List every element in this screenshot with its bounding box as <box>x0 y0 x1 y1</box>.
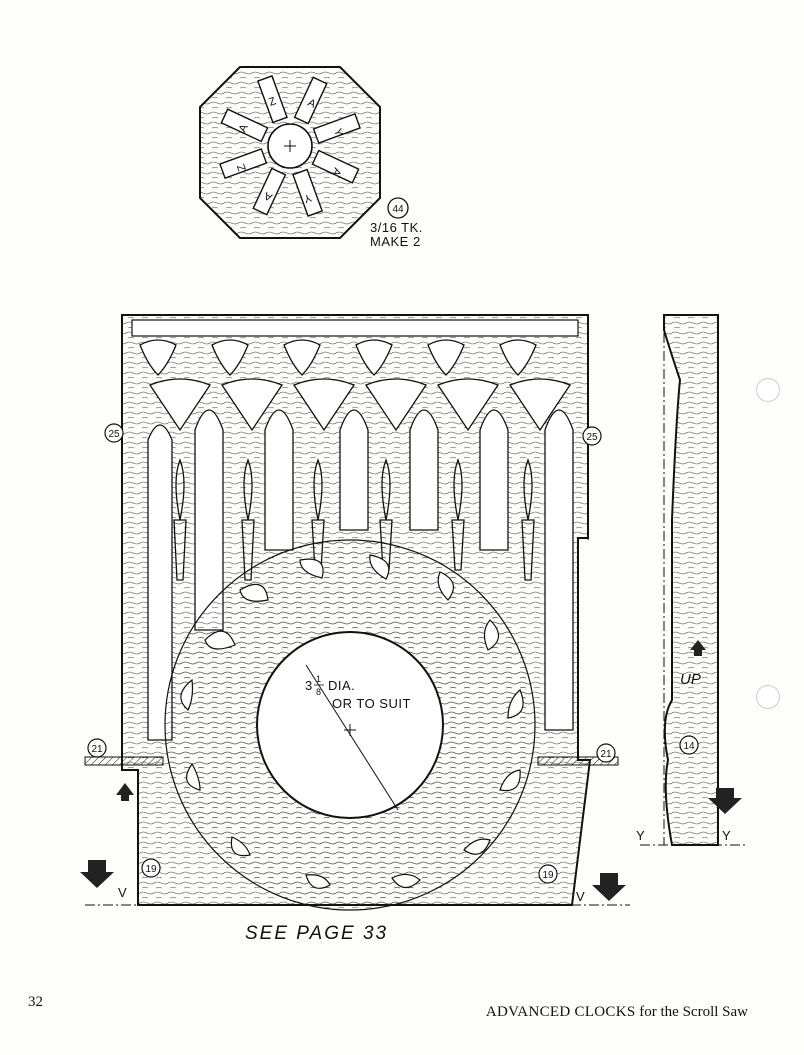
main-panel: 3 1 8 DIA. OR TO SUIT 25 25 21 21 19 19 … <box>80 314 630 911</box>
callout-14: 14 <box>683 741 695 752</box>
up-arrow-left <box>116 783 134 801</box>
callout-21-left: 21 <box>91 744 103 755</box>
side-up-arrow <box>690 640 706 656</box>
punch-hole-top <box>756 378 780 402</box>
punch-hole-bottom <box>756 685 780 709</box>
dial-dia-label: DIA. <box>328 678 355 693</box>
spoke-letter: Z <box>267 95 278 109</box>
side-edge-y-left: Y <box>636 828 645 843</box>
octagon-spokes <box>219 75 361 217</box>
down-arrow-left <box>80 860 114 888</box>
edge-label-v-right: V <box>576 889 585 904</box>
top-arcade <box>139 339 571 432</box>
edge-label-v-left: V <box>118 885 127 900</box>
down-arrow-right <box>592 873 626 901</box>
book-title: ADVANCED CLOCKS for the Scroll Saw <box>486 1004 748 1021</box>
spoke-letter: Y <box>301 191 313 205</box>
callout-25-left: 25 <box>108 429 120 440</box>
callout-21-right: 21 <box>600 749 612 760</box>
dial-dia-denominator: 8 <box>316 687 321 697</box>
part-44-octagon: 44 3/16 TK. MAKE 2 <box>199 66 423 249</box>
page-number: 32 <box>28 994 43 1010</box>
dial-dia-numerator: 1 <box>316 674 321 684</box>
side-panel: UP 14 Y Y <box>636 314 746 846</box>
callout-19-right: 19 <box>542 870 554 881</box>
side-up-label: UP <box>680 671 701 688</box>
part-44-quantity: MAKE 2 <box>370 234 421 249</box>
book-title-rest: for the Scroll Saw <box>639 1004 748 1020</box>
dial-dia-whole: 3 <box>305 678 313 693</box>
spoke-letter: Y <box>331 127 345 139</box>
part-44-number: 44 <box>392 204 404 215</box>
side-down-arrow <box>708 788 742 814</box>
side-edge-y-right: Y <box>722 828 731 843</box>
callout-25-right: 25 <box>586 432 598 443</box>
book-title-caps: ADVANCED CLOCKS <box>485 1004 636 1020</box>
dial-dia-note: OR TO SUIT <box>332 696 411 711</box>
part-44-thickness: 3/16 TK. <box>370 220 423 235</box>
see-page-reference: SEE PAGE 33 <box>245 923 389 944</box>
lancet-openings <box>147 409 574 741</box>
spoke-letter: Z <box>235 162 249 173</box>
callout-19-left: 19 <box>145 864 157 875</box>
